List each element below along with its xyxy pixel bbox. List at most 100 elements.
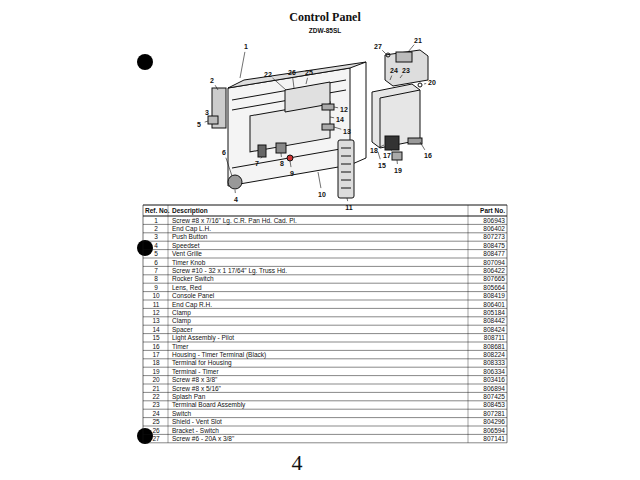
drawing-part <box>385 136 399 150</box>
drawing-part <box>322 104 334 110</box>
part-description: Spacer <box>172 327 193 334</box>
drawing-part <box>258 145 266 157</box>
table-rule <box>143 442 507 443</box>
ref-number: 18 <box>152 360 159 367</box>
part-number: 806422 <box>483 268 505 275</box>
part-number: 808681 <box>483 344 505 351</box>
part-number: 807425 <box>483 394 505 401</box>
part-number: 808711 <box>484 335 505 342</box>
part-description: End Cap L.H. <box>172 226 211 233</box>
leader-line <box>240 52 245 78</box>
drawing-part <box>137 54 153 70</box>
part-description: Shield - Vent Slot <box>172 419 222 426</box>
leader-line <box>293 78 294 88</box>
table-rule <box>143 249 507 250</box>
leader-line <box>235 190 236 193</box>
table-rule <box>143 392 507 393</box>
leader-line <box>379 145 384 147</box>
ref-number: 24 <box>152 411 159 418</box>
part-number: 805664 <box>483 285 505 292</box>
part-number: 808333 <box>483 360 505 367</box>
ref-number: 11 <box>153 302 160 309</box>
table-rule <box>143 426 507 427</box>
table-rule <box>143 283 507 284</box>
callout-number: 1 <box>244 43 248 50</box>
part-number: 803416 <box>483 377 505 384</box>
page-number: 4 <box>292 452 303 474</box>
part-description: Clamp <box>172 310 191 317</box>
drawing-part <box>380 98 381 148</box>
part-number: 808442 <box>483 318 505 325</box>
callout-number: 13 <box>343 128 351 135</box>
part-number: 807281 <box>483 411 505 418</box>
table-rule <box>143 266 507 267</box>
leader-line <box>272 78 286 90</box>
table-rule <box>143 258 507 259</box>
drawing-part <box>341 156 351 157</box>
ref-number: 25 <box>152 419 159 426</box>
part-number: 807141 <box>483 436 505 443</box>
part-number: 808453 <box>483 402 505 409</box>
part-number: 806402 <box>483 226 505 233</box>
callout-number: 2 <box>210 77 214 84</box>
leader-line <box>306 78 308 84</box>
table-header: Description <box>172 208 208 215</box>
part-number: 806401 <box>483 302 505 309</box>
part-description: Switch <box>172 411 191 418</box>
ref-number: 22 <box>152 394 159 401</box>
part-number: 806594 <box>483 428 505 435</box>
drawing-part <box>408 138 422 144</box>
drawing-part <box>228 68 350 186</box>
page-title: Control Panel <box>289 11 360 23</box>
ref-number: 20 <box>152 377 159 384</box>
table-rule <box>143 350 507 351</box>
ref-number: 17 <box>152 352 159 359</box>
leader-line <box>261 157 262 158</box>
callout-number: 3 <box>205 109 209 116</box>
ref-number: 9 <box>154 285 158 292</box>
ref-number: 23 <box>152 402 159 409</box>
part-description: Clamp <box>172 318 191 325</box>
ref-number: 10 <box>152 293 159 300</box>
table-rule <box>143 384 507 385</box>
part-number: 808424 <box>483 327 505 334</box>
ref-number: 3 <box>154 234 158 241</box>
part-description: Screw #6 - 20A x 3/8" <box>172 436 234 443</box>
drawing-part <box>418 83 422 87</box>
ref-number: 8 <box>154 276 158 283</box>
table-rule <box>143 224 507 225</box>
part-number: 807273 <box>483 234 505 241</box>
ref-number: 1 <box>154 218 158 225</box>
table-header: Part No. <box>480 208 505 215</box>
leader-line <box>378 152 380 159</box>
drawing-part <box>287 155 293 161</box>
part-number: 807094 <box>483 260 505 267</box>
drawing-part <box>276 143 286 153</box>
callout-number: 9 <box>290 170 294 177</box>
part-number: 808475 <box>483 243 505 250</box>
callout-number: 17 <box>383 152 391 159</box>
table-rule <box>143 409 507 410</box>
table-rule <box>143 358 507 359</box>
leader-line <box>347 198 349 201</box>
part-description: Speedset <box>172 243 199 250</box>
part-description: Bracket - Switch <box>172 428 219 435</box>
part-number: 806894 <box>483 386 505 393</box>
table-rule <box>143 316 507 317</box>
ref-number: 5 <box>154 251 158 258</box>
part-number: 806334 <box>483 369 505 376</box>
part-description: End Cap R.H. <box>172 302 212 309</box>
table-rule <box>143 417 507 418</box>
part-description: Console Panel <box>172 293 214 300</box>
table-rule <box>507 205 508 443</box>
console-panel-drawing <box>208 50 428 198</box>
ref-number: 4 <box>154 243 158 250</box>
callout-number: 26 <box>288 69 296 76</box>
leader-line <box>391 150 393 152</box>
callout-number: 24 <box>390 67 398 74</box>
drawing-part <box>228 175 242 189</box>
part-number: 806943 <box>483 218 505 225</box>
part-description: Screw #8 x 7/16" Lg. C.R. Pan Hd. Cad. P… <box>172 218 297 225</box>
table-rule <box>143 274 507 275</box>
callout-number: 18 <box>370 147 378 154</box>
